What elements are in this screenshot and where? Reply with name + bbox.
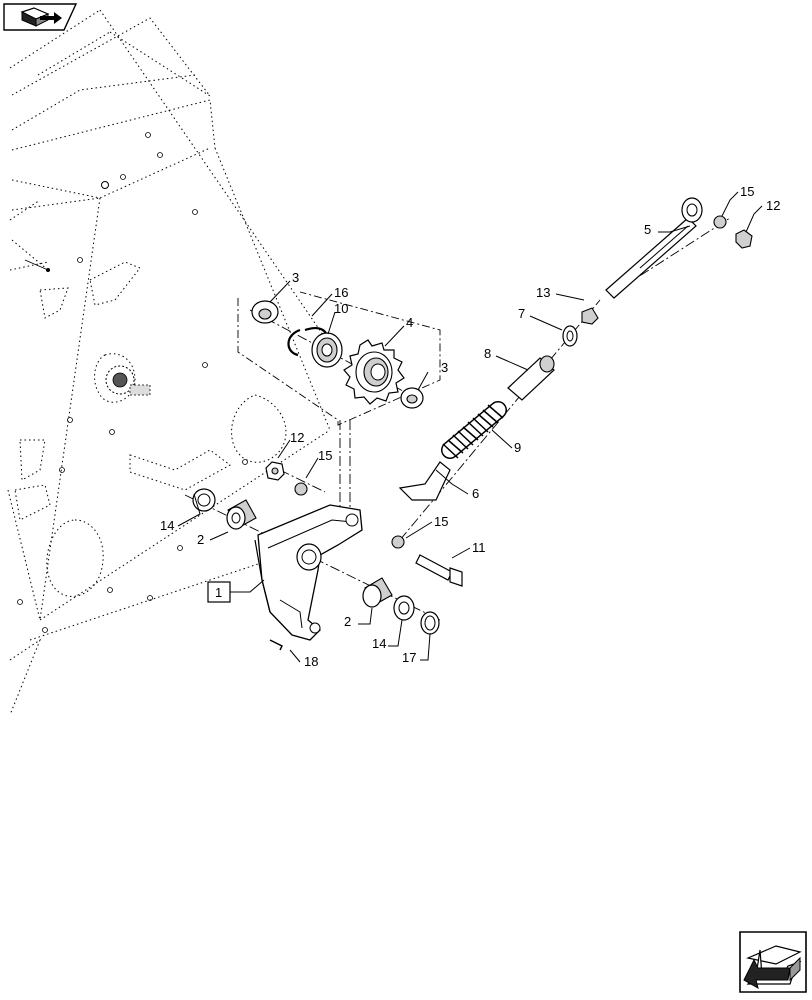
thrust-washer-left [192, 488, 216, 512]
compression-spring [441, 401, 507, 459]
callout-2-right: 2 [344, 614, 351, 629]
callout-12-upper: 12 [766, 198, 780, 213]
callout-7: 7 [518, 306, 525, 321]
washer-middle [391, 535, 405, 549]
exploded-view-icon [20, 7, 62, 27]
callout-14-left: 14 [160, 518, 174, 533]
hub-assembly [105, 365, 151, 396]
spacer-lower [400, 387, 424, 409]
bolt [415, 554, 463, 587]
callout-1-box: 1 [207, 581, 231, 603]
callout-3-lower: 3 [441, 360, 448, 375]
washer-upper [713, 215, 727, 229]
callout-15-middle: 15 [434, 514, 448, 529]
callout-18: 18 [304, 654, 318, 669]
bearing [311, 332, 343, 368]
callout-15-upper: 15 [740, 184, 754, 199]
sprocket [343, 339, 405, 405]
callout-13: 13 [536, 285, 550, 300]
baler-frame [7, 9, 331, 716]
callout-6: 6 [472, 486, 479, 501]
tension-rod [605, 197, 703, 299]
back-arrow-icon [743, 945, 802, 990]
callout-labels: 3 16 10 4 3 12 15 14 2 15 11 6 9 8 7 13 … [160, 184, 780, 669]
callout-17: 17 [402, 650, 416, 665]
nut-left [265, 461, 285, 481]
washer-left [294, 482, 308, 496]
callout-15-left: 15 [318, 448, 332, 463]
callout-1: 1 [215, 585, 222, 600]
thrust-washer-right [393, 595, 415, 621]
callout-5: 5 [644, 222, 651, 237]
callout-9: 9 [514, 440, 521, 455]
callout-11: 11 [472, 540, 486, 555]
jam-nut [581, 307, 599, 325]
callout-8: 8 [484, 346, 491, 361]
cotter-pin [269, 639, 283, 651]
callout-16: 16 [334, 285, 348, 300]
nut-upper [735, 229, 753, 249]
back-button[interactable] [739, 931, 807, 993]
exploded-view-button[interactable] [3, 3, 78, 31]
flat-washer [562, 325, 578, 347]
callout-2-left: 2 [197, 532, 204, 547]
callout-12-left: 12 [290, 430, 304, 445]
leader-lines [177, 191, 763, 663]
callout-3-upper: 3 [292, 270, 299, 285]
bushing-left [226, 499, 257, 530]
callout-10: 10 [334, 301, 348, 316]
retaining-ring [420, 611, 440, 635]
spacer-upper [251, 300, 279, 324]
callout-14-right: 14 [372, 636, 386, 651]
spacer-tube [507, 355, 555, 401]
idler-assembly-group-outline [237, 291, 441, 426]
idler-arm [254, 504, 363, 641]
callout-4: 4 [406, 315, 413, 330]
bushing-right [362, 577, 393, 608]
spring-bracket [398, 461, 451, 501]
